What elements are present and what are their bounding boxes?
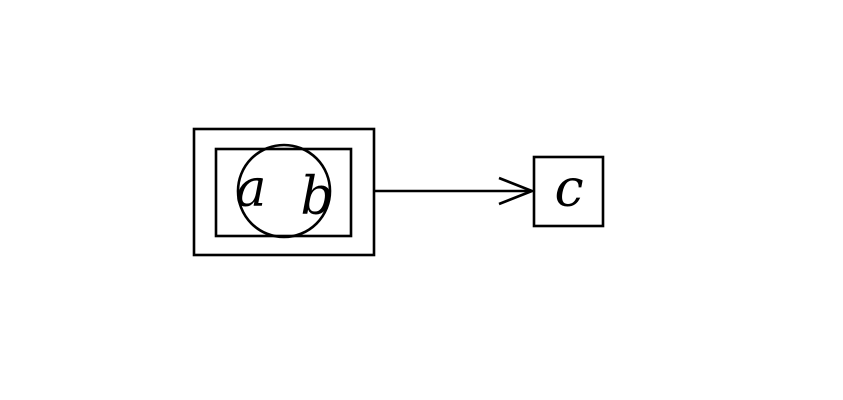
node-box-c (532, 155, 605, 228)
grouping-circle (236, 143, 332, 239)
edge-arrowhead (498, 176, 536, 206)
node-label-a: a (235, 159, 266, 219)
outer-box (192, 127, 376, 257)
node-label-c: c (554, 159, 583, 219)
node-label-b: b (300, 167, 333, 227)
